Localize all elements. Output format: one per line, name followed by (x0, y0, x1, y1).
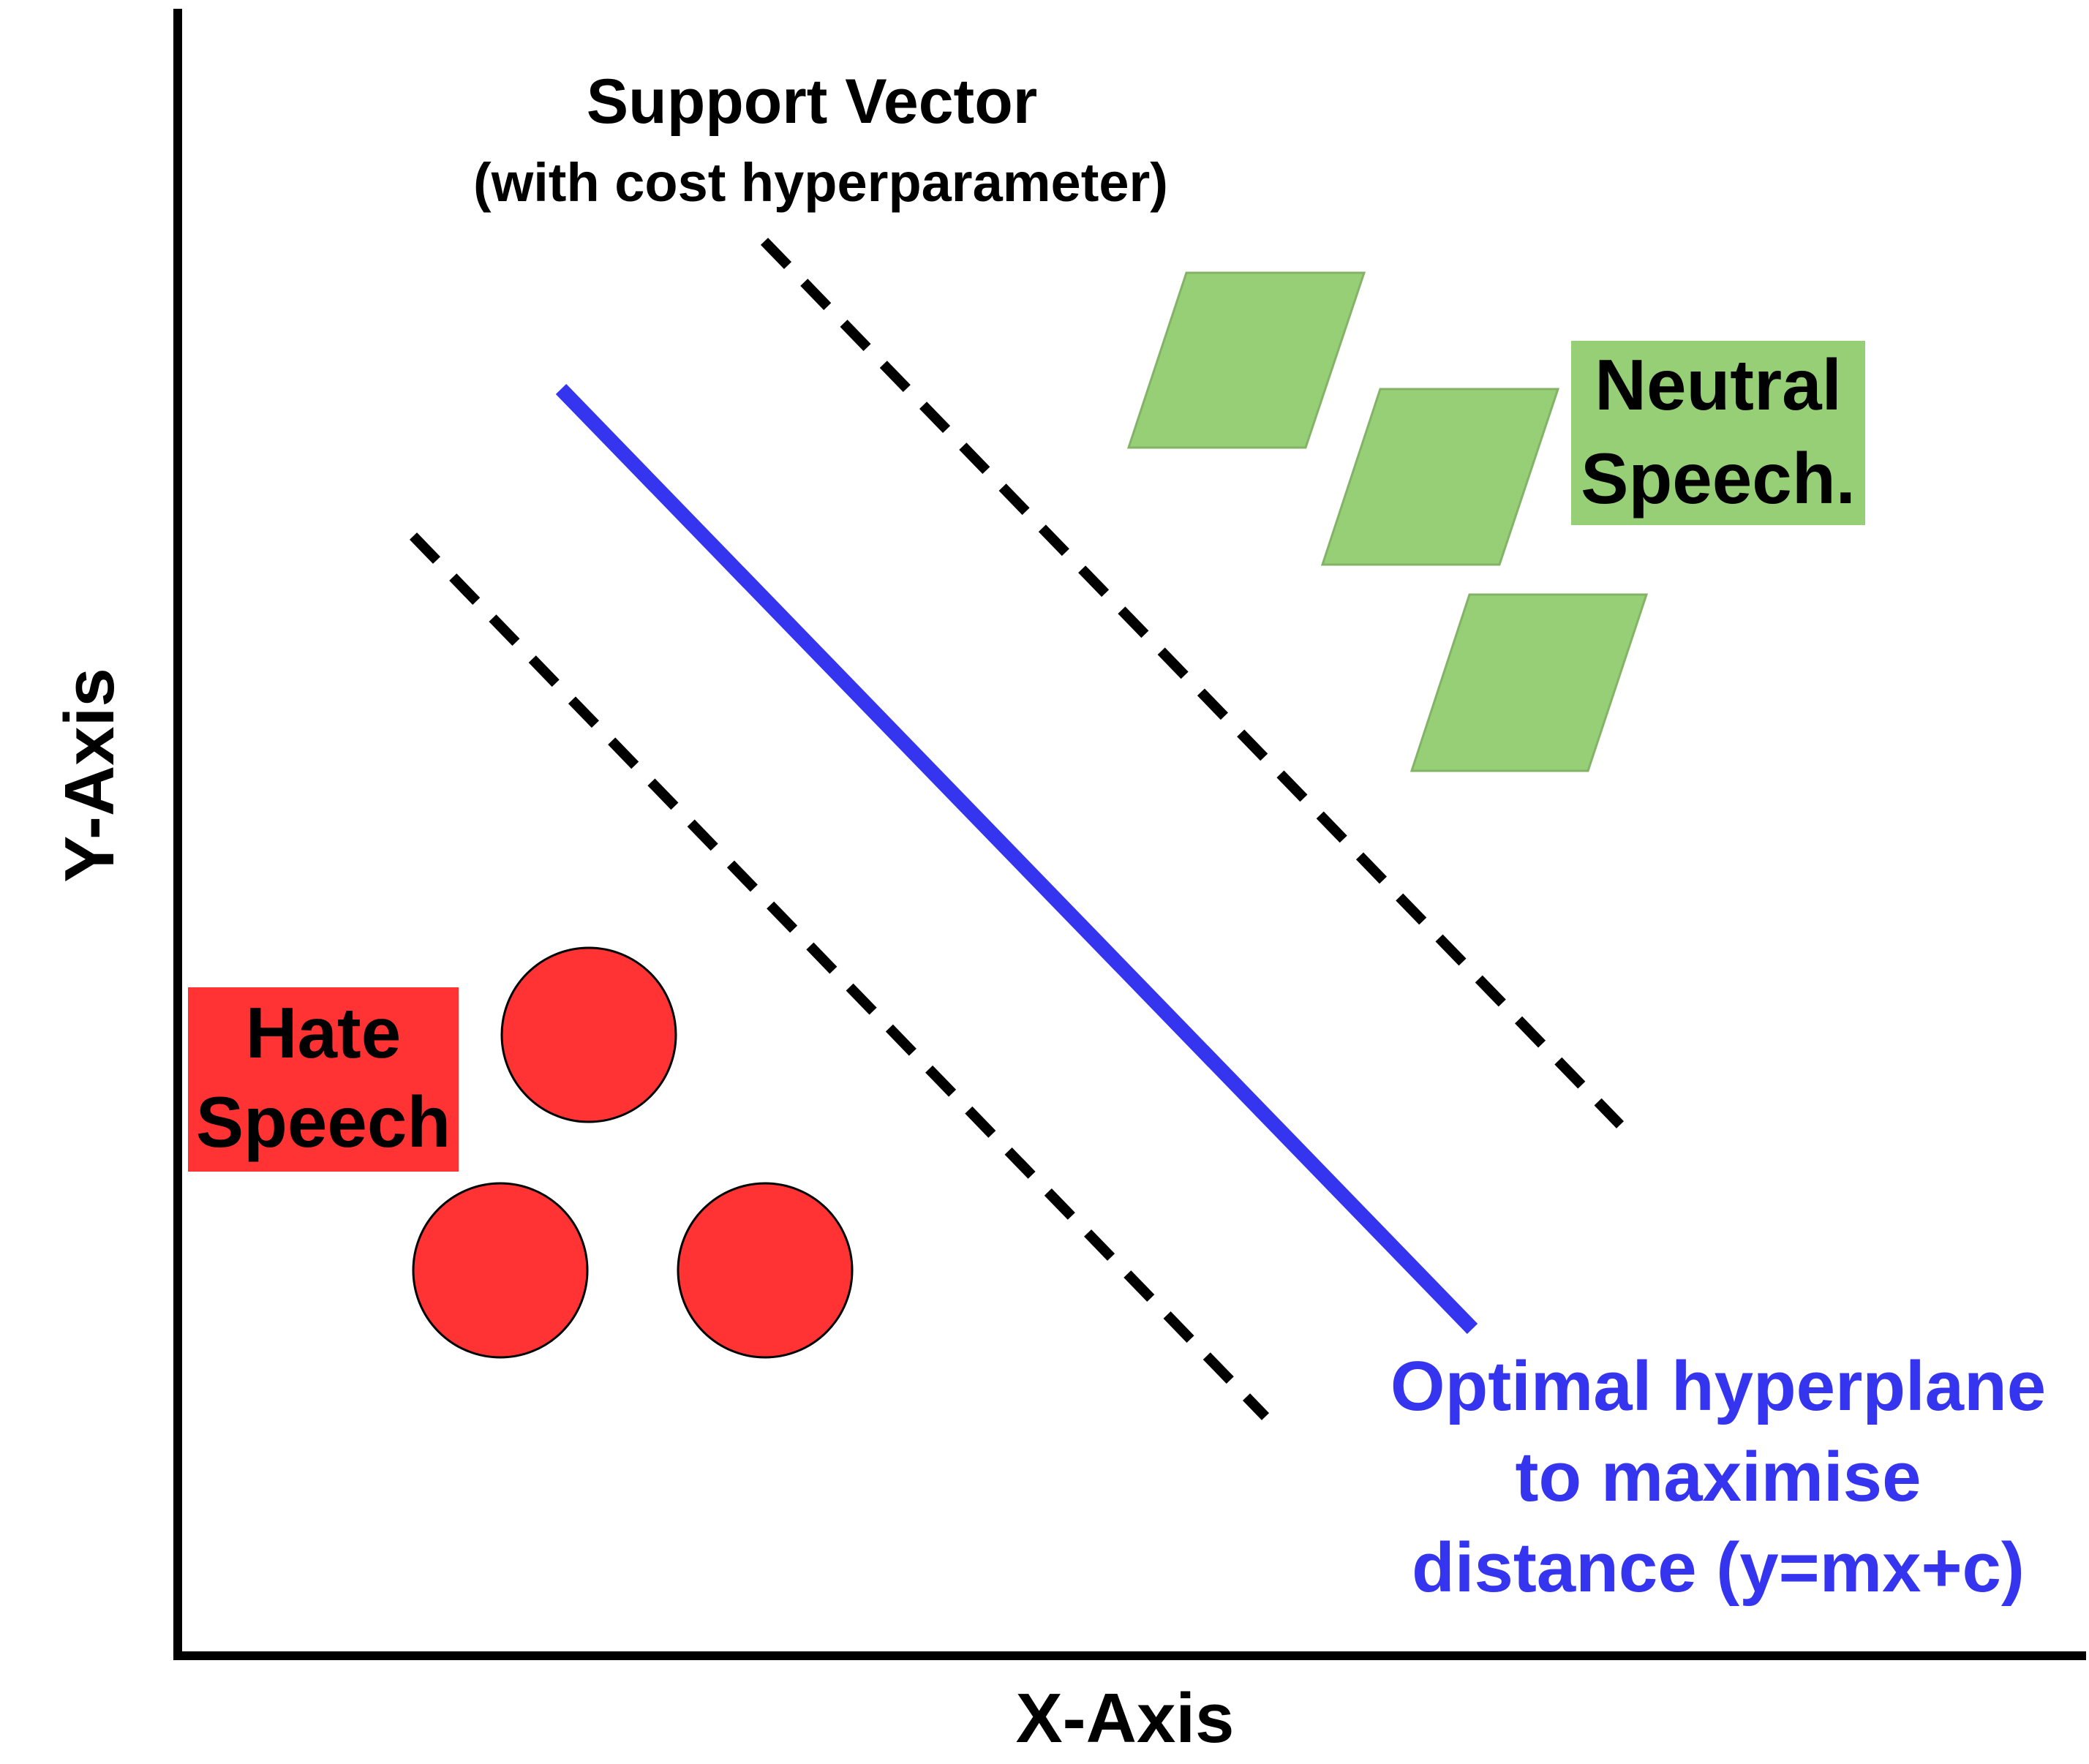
support-vector-title: Support Vector (587, 67, 1037, 137)
hyperplane-caption-line2: to maximise (1516, 1438, 1921, 1516)
hate-speech-label-box (188, 987, 459, 1172)
hate-speech-label-line1: Hate (246, 992, 401, 1073)
neutral-speech-marker (1126, 271, 1366, 449)
y-axis-label: Y-Axis (50, 668, 129, 882)
neutral-speech-label-box (1571, 341, 1865, 525)
hyperplane-caption-line3: distance (y=mx+c) (1412, 1529, 2025, 1607)
hyperplane-caption-line1: Optimal hyperplane (1390, 1347, 2046, 1425)
lower-margin-line (409, 532, 1270, 1420)
neutral-speech-label-line2: Speech. (1581, 438, 1856, 519)
neutral-speech-marker (1409, 593, 1649, 772)
hate-speech-marker (412, 1182, 589, 1359)
hate-speech-marker (677, 1182, 854, 1359)
hate-speech-marker (500, 946, 677, 1123)
neutral-speech-label-line1: Neutral (1595, 344, 1842, 425)
hate-speech-label-line2: Speech (196, 1082, 451, 1162)
support-vector-subtitle: (with cost hyperparameter) (473, 152, 1168, 213)
neutral-speech-marker (1320, 388, 1560, 566)
x-axis-label: X-Axis (1016, 1679, 1235, 1757)
optimal-hyperplane-line (555, 384, 1478, 1334)
